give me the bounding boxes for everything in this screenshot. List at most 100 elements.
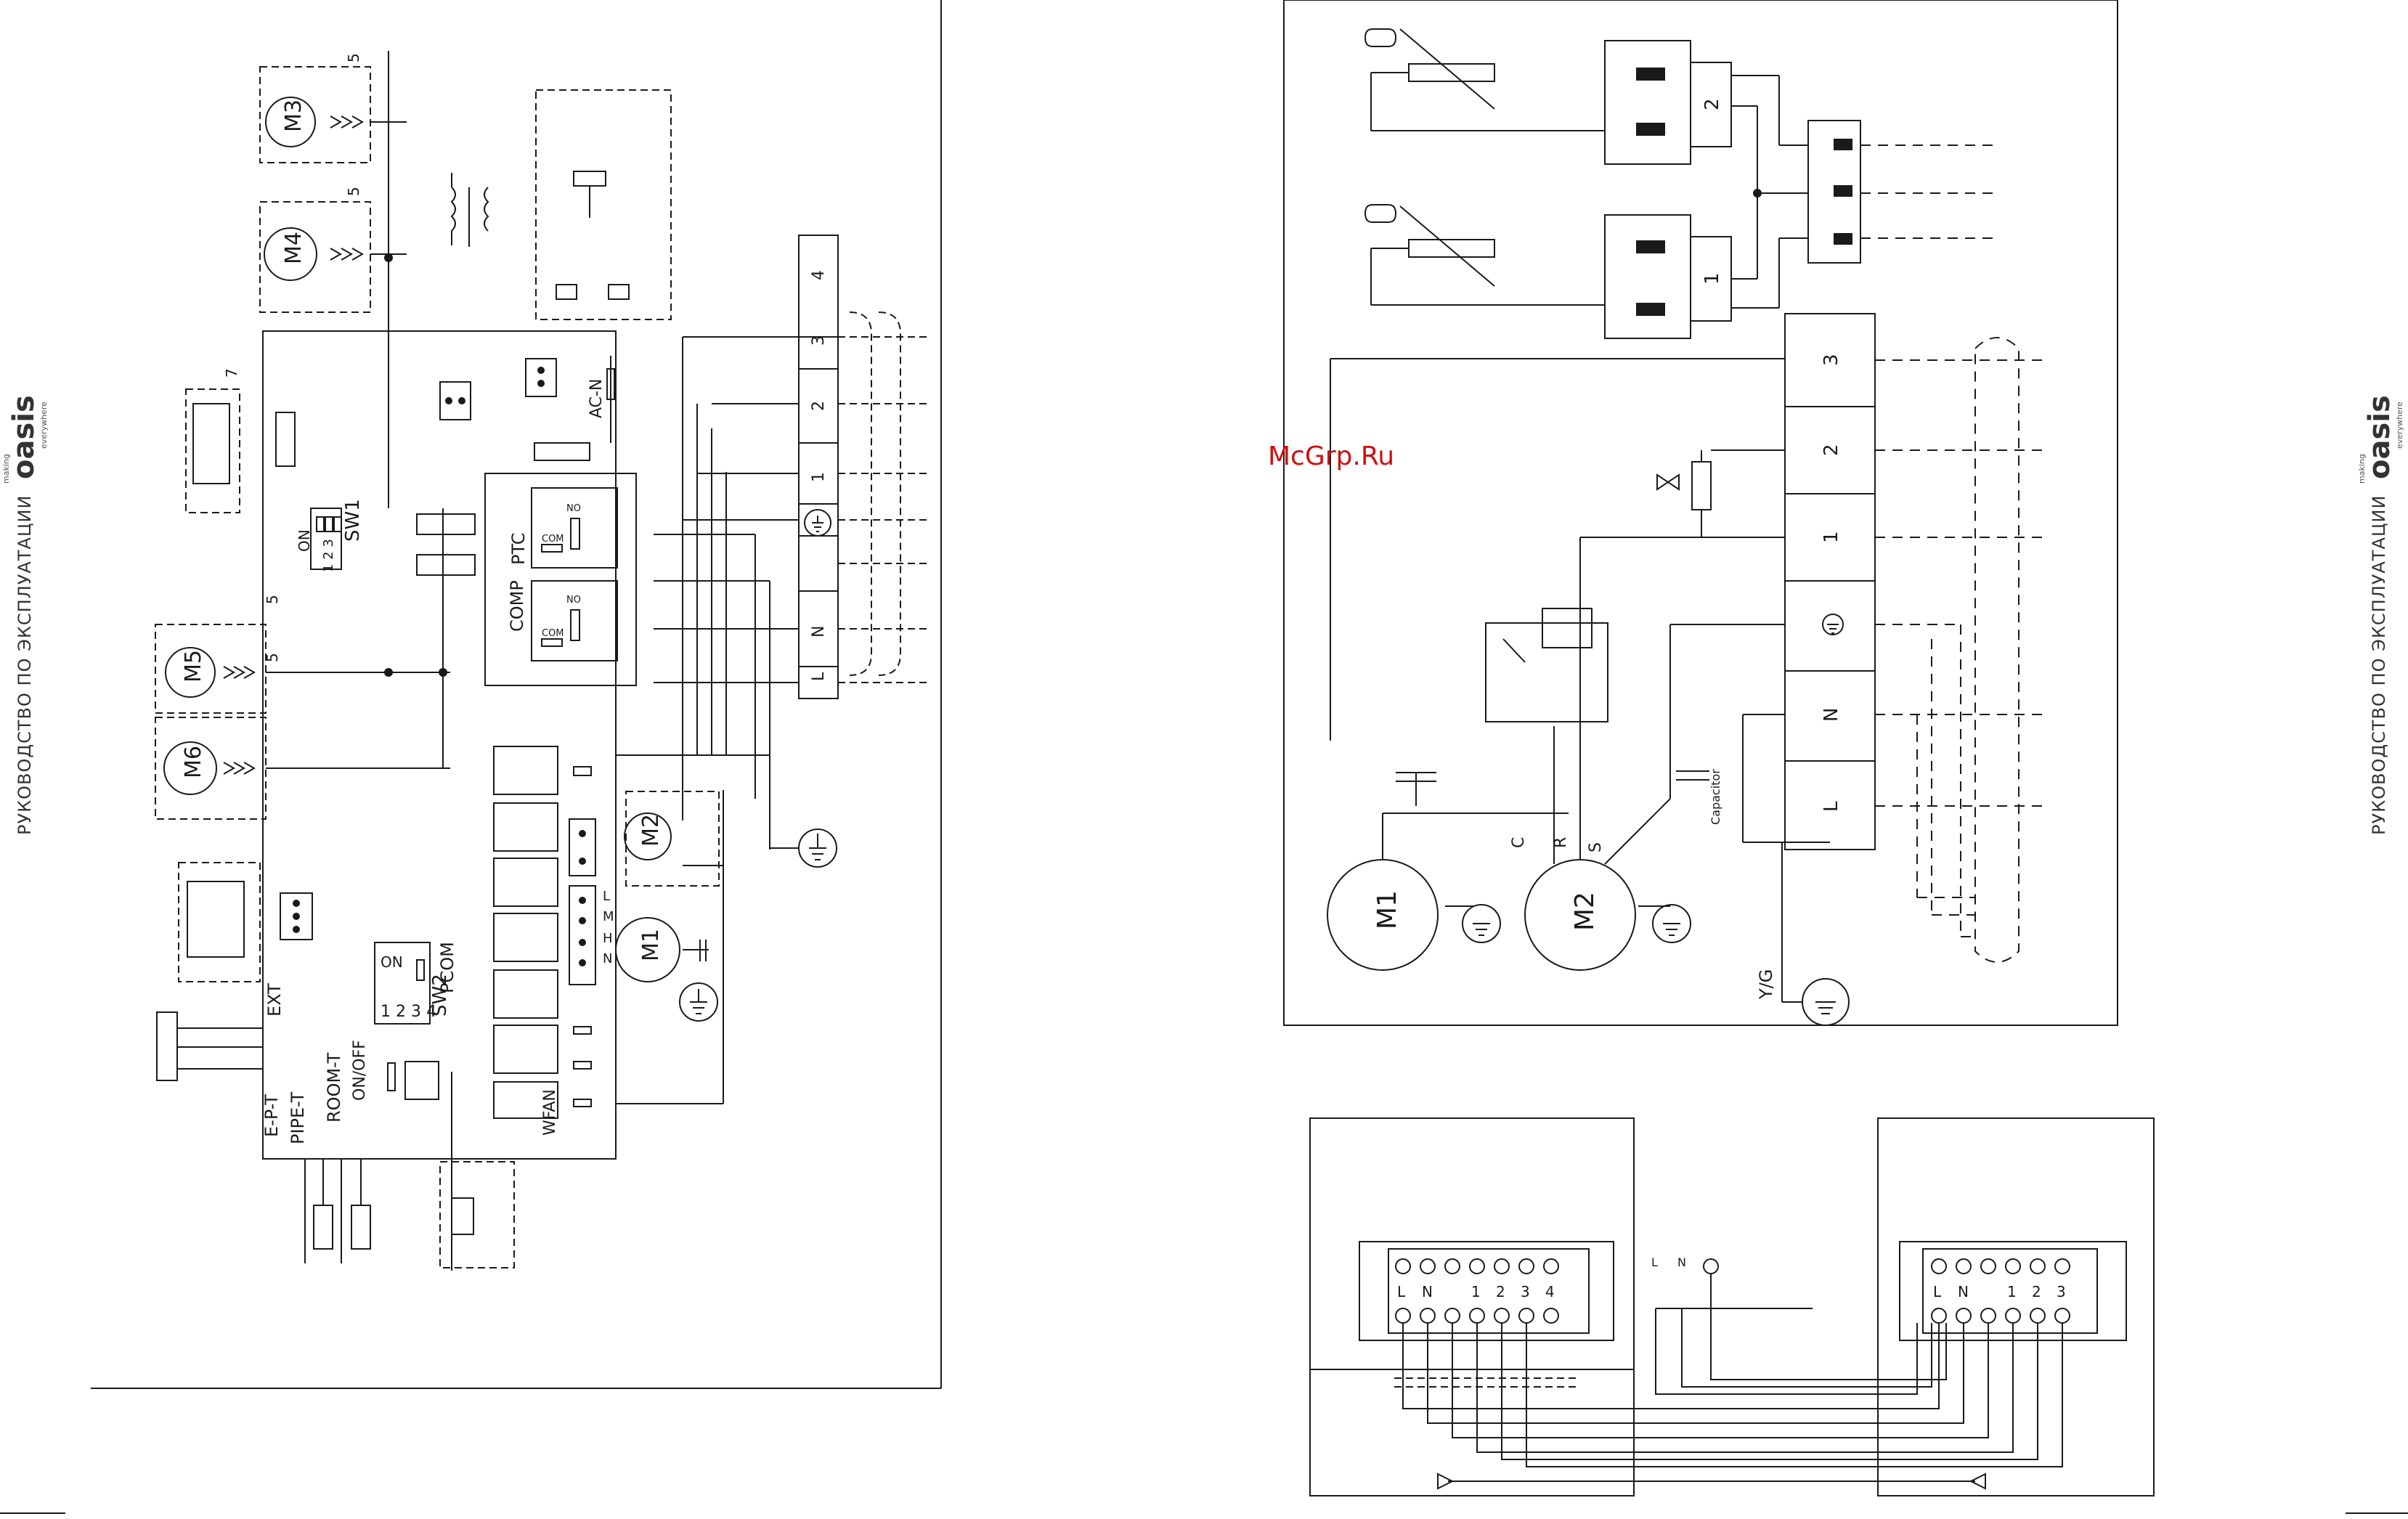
outdoor-frame <box>1283 0 2118 1026</box>
motor-terminal-s: S <box>1587 842 1605 852</box>
valve-coil <box>1691 461 1712 510</box>
indoor-unit-box <box>1309 1117 1635 1496</box>
connector-7-label: 7 <box>223 368 240 378</box>
motor-speed-m: M <box>603 909 614 924</box>
terminal-block-right <box>1784 313 1876 850</box>
motor-speed-n: N <box>603 951 612 966</box>
relay-comp <box>531 580 618 661</box>
power-label-n: N <box>1677 1255 1686 1269</box>
motor-speed-l: L <box>603 889 610 904</box>
relay-ptc-no: NO <box>566 503 581 514</box>
connector-sensor-2 <box>1604 40 1691 165</box>
terminal-label-r-2: 2 <box>1821 444 1842 456</box>
manual-title-right: РУКОВОДСТВО ПО ЭКСПЛУАТАЦИИ <box>2369 494 2389 835</box>
motor-m4-box <box>259 201 371 313</box>
pipe-t-label: PIPE-T <box>288 1091 308 1144</box>
motor-m3 <box>259 66 371 163</box>
motor-m3-label: M3 <box>281 99 306 132</box>
left-diagram <box>155 51 930 1271</box>
sw1-on: ON <box>296 529 313 552</box>
brand-logo-right: oasis <box>2363 395 2396 479</box>
pcom-label: PCOM <box>437 942 457 993</box>
board-wiring <box>616 336 799 850</box>
strip-right-3: 3 <box>2057 1283 2066 1300</box>
sensor-1-body <box>1408 239 1495 258</box>
room-t-label: ROOM-T <box>324 1052 344 1123</box>
strip-left-4: 4 <box>1545 1283 1555 1300</box>
strip-left-2: 2 <box>1496 1283 1505 1300</box>
relay-group-outline <box>484 473 637 686</box>
relay-column <box>493 746 558 1119</box>
ac-n-label: AC-N <box>587 379 606 418</box>
terminal-label-1: 1 <box>810 472 828 482</box>
motor-terminal-c: C <box>1510 837 1528 848</box>
connector-main <box>1807 120 1861 264</box>
terminal-label-2: 2 <box>810 401 828 411</box>
ext-label: EXT <box>264 983 285 1017</box>
motor-m2-label: M2 <box>638 814 664 847</box>
control-board <box>262 330 617 1160</box>
motor-m1-symbol <box>615 917 680 982</box>
motor-m1-label: M1 <box>638 929 664 961</box>
strip-left-L: L <box>1397 1283 1406 1300</box>
motor-m2-symbol <box>624 813 672 860</box>
fan-motor-m1-label: M1 <box>1372 890 1402 929</box>
power-label-l: L <box>1651 1255 1658 1269</box>
sw1-positions: 1 2 3 <box>321 539 336 572</box>
terminal-label-3: 3 <box>810 335 828 346</box>
relay-comp-com: COM <box>542 628 564 639</box>
sw2-on: ON <box>381 953 403 971</box>
outdoor-unit-box <box>1877 1117 2155 1496</box>
motor-m5-symbol <box>165 647 216 698</box>
wire-count-m4: 5 <box>345 187 362 196</box>
connector-sensor-1 <box>1604 214 1691 339</box>
relay-ptc-label: PTC <box>508 533 529 565</box>
relay-comp-label: COMP <box>507 580 527 632</box>
ep-t-label: E-P-T <box>261 1094 282 1137</box>
motor-terminal-r: R <box>1552 837 1570 848</box>
brand-tag-bottom-right: everywhere <box>2395 402 2404 449</box>
connector-7-box <box>185 388 240 513</box>
terminal-label-r-3: 3 <box>1821 354 1842 366</box>
watermark[interactable]: McGrp.Ru <box>1268 441 1395 471</box>
wire-count-m6: 5 <box>264 653 281 662</box>
compressor-m2-label: M2 <box>1570 892 1600 931</box>
dip-switch-sw1 <box>310 508 342 570</box>
motor-m4-symbol <box>264 227 317 281</box>
ground-yg-label: Y/G <box>1756 969 1776 1000</box>
connector-transformer <box>439 381 471 420</box>
sensor-block-2-label: 2 <box>1701 98 1723 110</box>
strip-right-1: 1 <box>2007 1283 2017 1300</box>
wfan-label: WFAN <box>541 1089 559 1136</box>
motor-m3-symbol <box>265 97 316 147</box>
sensor-block-1-label: 1 <box>1701 272 1723 285</box>
terminal-label-r-L: L <box>1821 801 1842 812</box>
sw1-label: SW1 <box>342 499 364 542</box>
brand-tag-bottom-left: everywhere <box>39 402 49 449</box>
pipe-t-sensor <box>313 1205 333 1250</box>
strip-right-2: 2 <box>2032 1283 2041 1300</box>
right-diagram <box>1283 0 2118 1026</box>
relay-4way <box>1485 622 1608 722</box>
sw2-positions: 1 2 3 4 <box>381 1003 436 1021</box>
wire-count-m3: 5 <box>345 53 362 62</box>
dip-switch-sw2 <box>374 942 431 1025</box>
sw2-label: SW2 <box>429 974 451 1017</box>
strip-left-3: 3 <box>1521 1283 1530 1300</box>
terminal-label-N: N <box>810 626 828 638</box>
terminal-label-L: L <box>810 672 828 681</box>
wire-count-m5: 5 <box>264 595 281 604</box>
capacitor-label: Capacitor <box>1709 769 1722 825</box>
brand-tag-top-right: making <box>2357 454 2367 484</box>
motor-m6-label: M6 <box>181 746 206 778</box>
relay-ptc <box>531 487 618 569</box>
terminal-label-r-N: N <box>1821 708 1842 722</box>
strip-right-L: L <box>1933 1283 1942 1300</box>
motor-m4-label: M4 <box>281 232 306 264</box>
terminal-label-r-1: 1 <box>1821 531 1842 543</box>
brand-logo-left: oasis <box>7 395 41 479</box>
motor-speed-h: H <box>603 931 613 946</box>
fuse <box>534 442 590 461</box>
